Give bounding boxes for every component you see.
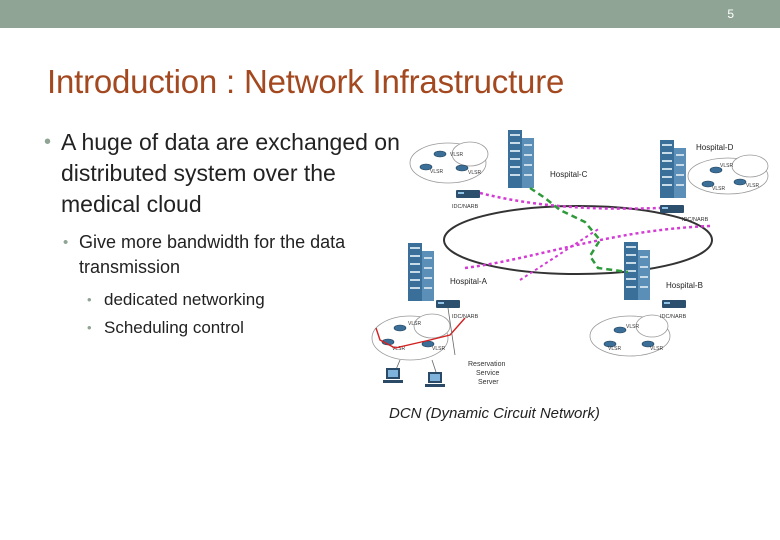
- vlsr-label: VLSR: [468, 170, 481, 176]
- vlsr-label: VLSR: [720, 163, 733, 169]
- bullet-dot: •: [63, 234, 69, 251]
- router-icon: [393, 324, 407, 332]
- vlsr-label: VLSR: [392, 346, 405, 352]
- bullet-level3-item: • dedicated networking: [87, 286, 414, 314]
- magenta-circuit-path: [479, 191, 661, 210]
- slide-header-bar: 5: [0, 0, 780, 28]
- bullet-level3-text: Scheduling control: [104, 318, 244, 337]
- reservation-label: Service: [476, 370, 499, 377]
- idc-server-icon: [436, 300, 460, 308]
- cloud-hospital-c: [409, 141, 489, 184]
- idc-narb-label: IDC/NARB: [452, 204, 479, 210]
- router-icon: [733, 178, 747, 186]
- idc-server-icon: [456, 190, 480, 198]
- green-circuit-path: [529, 186, 629, 274]
- bullet-level1: • A huge of data are exchanged on distri…: [44, 127, 414, 220]
- workstation-icon: [425, 372, 445, 387]
- reservation-label: Server: [478, 379, 499, 386]
- red-link: [375, 317, 466, 349]
- slide-title: Introduction : Network Infrastructure: [47, 63, 565, 100]
- vlsr-label: VLSR: [450, 152, 463, 158]
- router-icon: [455, 164, 469, 172]
- idc-server-icon: [662, 300, 686, 308]
- bullet-level3-text: dedicated networking: [104, 290, 265, 309]
- hospital-c-building-icon: [508, 130, 534, 188]
- hospital-a-building-icon: [408, 243, 434, 301]
- network-link: [431, 359, 437, 373]
- magenta-circuit-path: [464, 224, 711, 270]
- hospital-c-label: Hospital-C: [550, 170, 588, 179]
- hospital-d-label: Hospital-D: [696, 143, 734, 152]
- bullet-dot: •: [87, 320, 92, 335]
- dcn-network-diagram: VLSR VLSR VLSR VLSR VLSR VLSR VLSR VLSR …: [371, 130, 769, 387]
- idc-narb-label: IDC/NARB: [660, 314, 687, 320]
- vlsr-label: VLSR: [432, 346, 445, 352]
- cloud-hospital-a: [371, 313, 451, 361]
- bullet-level2-text: Give more bandwidth for the data transmi…: [79, 232, 346, 277]
- vlsr-label: VLSR: [650, 346, 663, 352]
- vlsr-label: VLSR: [746, 183, 759, 189]
- vlsr-label: VLSR: [712, 186, 725, 192]
- idc-server-icon: [660, 205, 684, 213]
- hospital-a-label: Hospital-A: [450, 277, 488, 286]
- magenta-circuit-path: [519, 227, 601, 281]
- hospital-d-building-icon: [660, 140, 686, 198]
- bullet-list: • A huge of data are exchanged on distri…: [44, 127, 414, 342]
- vlsr-label: VLSR: [408, 321, 421, 327]
- vlsr-label: VLSR: [608, 346, 621, 352]
- bullet-level3-item: • Scheduling control: [87, 314, 414, 342]
- reservation-label: Reservation: [468, 361, 505, 368]
- slide-number: 5: [727, 7, 734, 21]
- bullet-level2: • Give more bandwidth for the data trans…: [63, 230, 414, 280]
- bullet-level1-text: A huge of data are exchanged on distribu…: [61, 129, 400, 217]
- router-icon: [613, 326, 627, 334]
- diagram-caption: DCN (Dynamic Circuit Network): [389, 405, 600, 422]
- bullet-dot: •: [44, 131, 52, 153]
- bullet-dot: •: [87, 292, 92, 307]
- idc-narb-label: IDC/NARB: [452, 314, 479, 320]
- router-icon: [433, 150, 447, 158]
- vlsr-label: VLSR: [626, 324, 639, 330]
- vlsr-label: VLSR: [430, 169, 443, 175]
- workstation-icon: [383, 368, 403, 383]
- hospital-b-label: Hospital-B: [666, 281, 703, 290]
- network-link: [447, 307, 456, 356]
- idc-narb-label: IDC/NARB: [682, 217, 709, 223]
